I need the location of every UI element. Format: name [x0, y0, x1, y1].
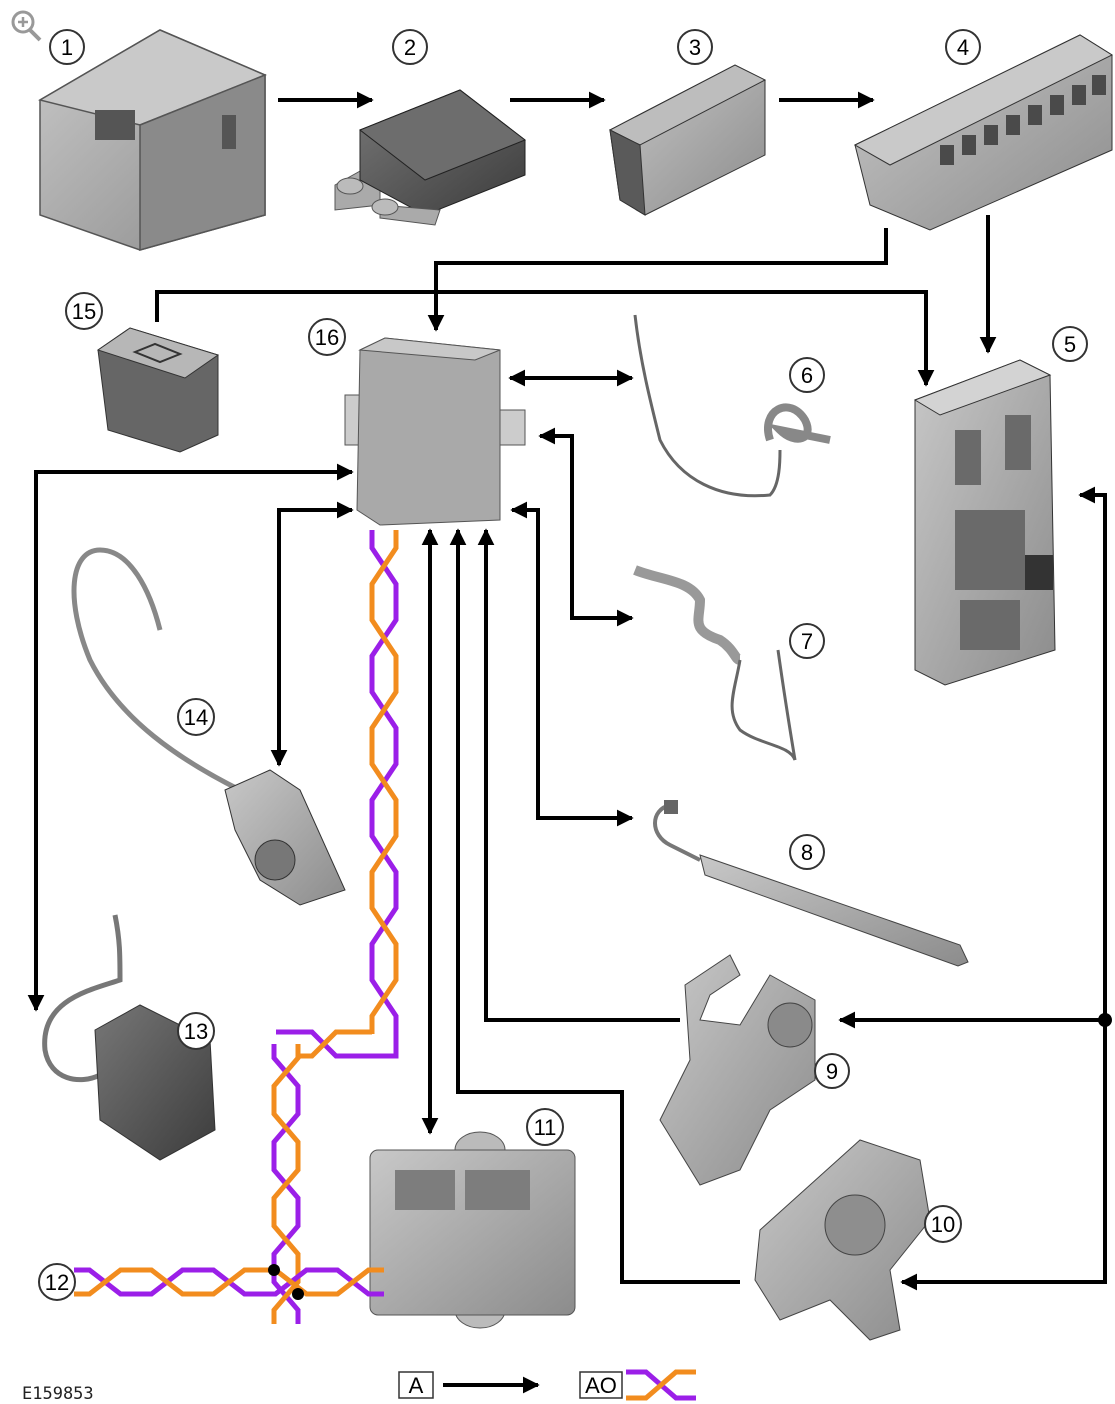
callout-13: 13 [178, 1013, 214, 1049]
callout-5: 5 [1053, 327, 1087, 361]
figure-id: E159853 [22, 1384, 94, 1404]
svg-text:7: 7 [801, 629, 813, 654]
svg-text:11: 11 [534, 1115, 557, 1140]
legend: A AO [399, 1372, 696, 1398]
svg-text:6: 6 [801, 363, 813, 388]
bus-junction-dot [268, 1264, 280, 1276]
legend-ao: AO [580, 1372, 696, 1398]
callout-2: 2 [393, 30, 427, 64]
strut-8 [655, 800, 968, 966]
junction-box-5 [915, 360, 1055, 685]
svg-text:9: 9 [826, 1059, 838, 1084]
bus-wire [276, 1032, 396, 1056]
svg-text:2: 2 [404, 35, 416, 60]
callout-3: 3 [678, 30, 712, 64]
callout-8: 8 [790, 835, 824, 869]
svg-text:15: 15 [72, 299, 96, 324]
zoom-in-icon[interactable] [13, 12, 40, 40]
callout-7: 7 [790, 624, 824, 658]
control-module-3 [610, 65, 765, 215]
svg-text:4: 4 [957, 35, 969, 60]
svg-text:12: 12 [45, 1270, 69, 1295]
svg-text:13: 13 [184, 1019, 208, 1044]
callout-9: 9 [815, 1054, 849, 1088]
svg-text:AO: AO [585, 1373, 617, 1398]
latch-9 [660, 955, 815, 1185]
callout-11: 11 [527, 1109, 563, 1145]
sensor-6 [635, 315, 830, 496]
control-module-11 [370, 1132, 575, 1328]
callout-12: 12 [39, 1264, 75, 1300]
callout-16: 16 [309, 319, 345, 355]
svg-text:5: 5 [1064, 332, 1076, 357]
control-module-16 [345, 338, 525, 525]
svg-text:3: 3 [689, 35, 701, 60]
callout-1: 1 [50, 30, 84, 64]
svg-text:A: A [409, 1373, 424, 1398]
bus-wire [372, 530, 396, 1034]
bus-wire [74, 1270, 384, 1294]
legend-a: A [399, 1372, 538, 1398]
bus-junction-dot [292, 1288, 304, 1300]
svg-text:16: 16 [315, 325, 339, 350]
callout-15: 15 [66, 293, 102, 329]
callout-10: 10 [925, 1206, 961, 1242]
sensor-7 [635, 570, 795, 760]
callout-14: 14 [178, 699, 214, 735]
latch-10 [755, 1140, 930, 1340]
svg-text:8: 8 [801, 840, 813, 865]
junction-dot [1098, 1013, 1112, 1027]
svg-text:1: 1 [61, 35, 73, 60]
svg-text:14: 14 [184, 705, 208, 730]
callout-6: 6 [790, 358, 824, 392]
bonnet-switch-15 [98, 328, 218, 452]
fuse-box-4 [855, 35, 1112, 230]
svg-text:10: 10 [931, 1212, 955, 1237]
twisted-pair-bus [74, 530, 396, 1324]
callout-4: 4 [946, 30, 980, 64]
bus-wire [300, 1032, 372, 1056]
relay-block-component [335, 90, 525, 225]
